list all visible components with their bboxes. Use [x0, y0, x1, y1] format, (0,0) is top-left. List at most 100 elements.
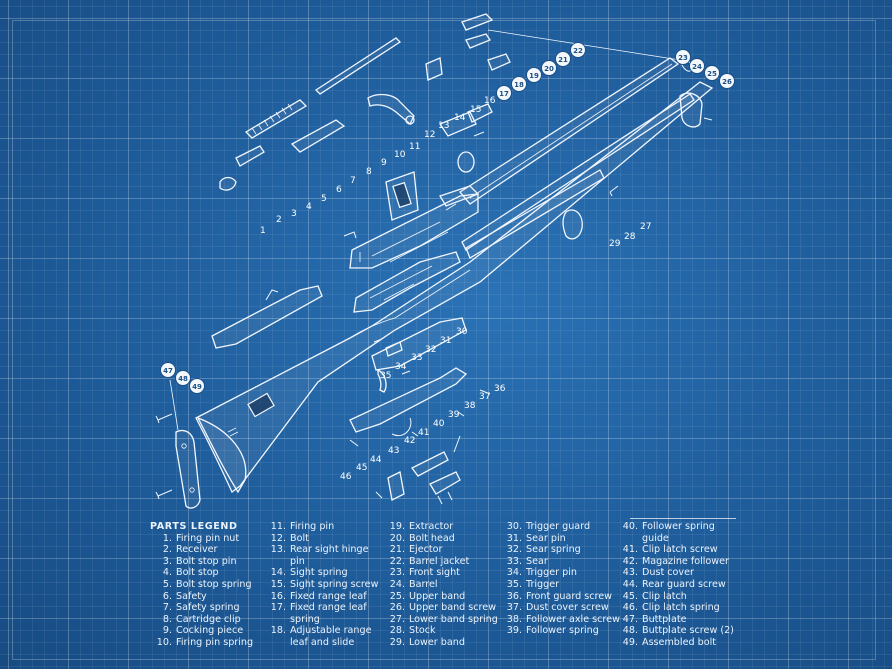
legend-item: 2.Receiver: [162, 544, 218, 556]
badge-47: 47: [160, 362, 176, 378]
rear-sight-ring: [457, 151, 475, 173]
follower: [429, 471, 461, 495]
callout-12: 12: [424, 130, 435, 140]
callout-44: 44: [370, 455, 382, 465]
follower-axle-screw: [457, 411, 465, 417]
legend-item: 6.Safety: [162, 590, 207, 602]
legend-item: 16.Fixed range leaf: [270, 590, 367, 602]
svg-text:26: 26: [722, 78, 732, 86]
parts-legend: PARTS LEGEND 1.Firing pin nut 2.Receiver…: [150, 521, 750, 651]
exploded-rifle-diagram: 1 2 3 4 5 6 7 8 9 10 11 12 13 14 15 16 2…: [155, 13, 735, 509]
legend-item: 38.Follower axle screw: [506, 613, 620, 625]
receiver-detail: [359, 221, 449, 263]
callout-37: 37: [479, 392, 490, 402]
assembled-bolt-handle: [265, 289, 279, 301]
callout-11: 11: [409, 142, 420, 152]
callout-36: 36: [494, 384, 506, 394]
bolt-head-window: [392, 181, 412, 209]
svg-text:19: 19: [529, 72, 539, 80]
legend-item: 4.Bolt stop: [162, 567, 219, 579]
callout-31: 31: [440, 336, 451, 346]
svg-text:18: 18: [514, 81, 524, 89]
legend-item: 47.Buttplate: [622, 613, 687, 625]
legend-item: 17.Fixed range leaf spring: [270, 602, 367, 625]
firing-pin-spring-coils: [251, 103, 293, 135]
callout-43: 43: [388, 446, 399, 456]
follower-spring: [437, 491, 453, 505]
callout-9: 9: [381, 158, 387, 168]
front-guard-screw: [479, 389, 491, 395]
callout-6: 6: [336, 185, 342, 195]
legend-item: 41.Clip latch screw: [622, 544, 718, 556]
front-sight: [609, 185, 619, 197]
svg-text:23: 23: [678, 54, 688, 62]
callout-42: 42: [404, 436, 415, 446]
dust-cover: [411, 451, 449, 477]
callout-33: 33: [411, 353, 422, 363]
svg-text:21: 21: [558, 56, 568, 64]
svg-text:20: 20: [544, 65, 554, 73]
badge-20: 20: [541, 60, 557, 76]
legend-item: 33.Sear: [506, 555, 548, 567]
legend-item: 28.Stock: [389, 625, 436, 637]
clip-latch-spring: [375, 491, 383, 499]
legend-column-1: PARTS LEGEND 1.Firing pin nut 2.Receiver…: [150, 521, 253, 649]
legend-item: 24.Barrel: [389, 578, 438, 590]
legend-item: 26.Upper band screw: [389, 602, 497, 614]
rear-sight-base: [439, 111, 477, 137]
callout-35: 35: [380, 371, 391, 381]
legend-item: 22.Barrel jacket: [389, 555, 470, 567]
rear-sight-slide: [465, 33, 491, 49]
trigger-pin: [401, 370, 411, 375]
legend-item: 36.Front guard screw: [506, 590, 613, 602]
callout-7: 7: [350, 176, 356, 186]
legend-item: 14.Sight spring: [270, 567, 348, 579]
legend-item: 34.Trigger pin: [506, 567, 577, 579]
trigger: [377, 368, 387, 393]
stock: [196, 416, 247, 494]
callout-13: 13: [438, 121, 449, 131]
legend-item: 12.Bolt: [270, 532, 309, 544]
legend-item: 1.Firing pin nut: [162, 532, 240, 544]
legend-item: 48.Buttplate screw (2): [622, 625, 734, 637]
legend-item: 37.Dust cover screw: [506, 602, 609, 614]
badge-19: 19: [526, 67, 542, 83]
svg-text:17: 17: [499, 90, 509, 98]
legend-item: 11.Firing pin: [270, 521, 335, 532]
magazine-follower-detail: [453, 435, 461, 453]
legend-item: 5.Bolt stop spring: [162, 578, 252, 590]
buttplate-screw-top: [155, 413, 173, 424]
buttplate: [175, 429, 201, 509]
receiver-lower: [353, 251, 461, 313]
badge-49: 49: [189, 378, 205, 394]
receiver-lower-detail: [369, 265, 433, 301]
legend-item: 7.Safety spring: [162, 602, 240, 614]
legend-column-2: 11.Firing pin 12.Bolt 13.Rear sight hing…: [264, 521, 379, 649]
callout-46: 46: [340, 472, 352, 482]
legend-item: 13.Rear sight hinge pin: [270, 544, 369, 567]
stock-marking: [227, 427, 239, 437]
callout-10: 10: [394, 150, 406, 160]
clip-latch-screw: [411, 431, 419, 437]
legend-item: 20.Bolt head: [389, 532, 455, 544]
legend-item: 35.Trigger: [506, 578, 560, 590]
barrel-jacket: [459, 57, 680, 205]
upper-band: [679, 92, 703, 128]
legend-item: 49.Assembled bolt: [622, 636, 716, 648]
badge-18: 18: [511, 76, 527, 92]
legend-item: 43.Dust cover: [622, 567, 694, 579]
callout-38: 38: [464, 401, 476, 411]
legend-item: 3.Bolt stop pin: [162, 555, 237, 567]
badge-22: 22: [570, 42, 586, 58]
callout-2: 2: [276, 215, 282, 225]
badge-17: 17: [496, 85, 512, 101]
clip-latch: [387, 471, 405, 501]
callout-27: 27: [640, 222, 651, 232]
callout-14: 14: [454, 113, 466, 123]
svg-text:22: 22: [573, 47, 583, 55]
sear-pin: [373, 338, 383, 343]
buttplate-screw-hole-bottom: [189, 487, 195, 493]
upper-band-screw: [703, 117, 713, 121]
legend-item: 46.Clip latch spring: [622, 602, 720, 614]
